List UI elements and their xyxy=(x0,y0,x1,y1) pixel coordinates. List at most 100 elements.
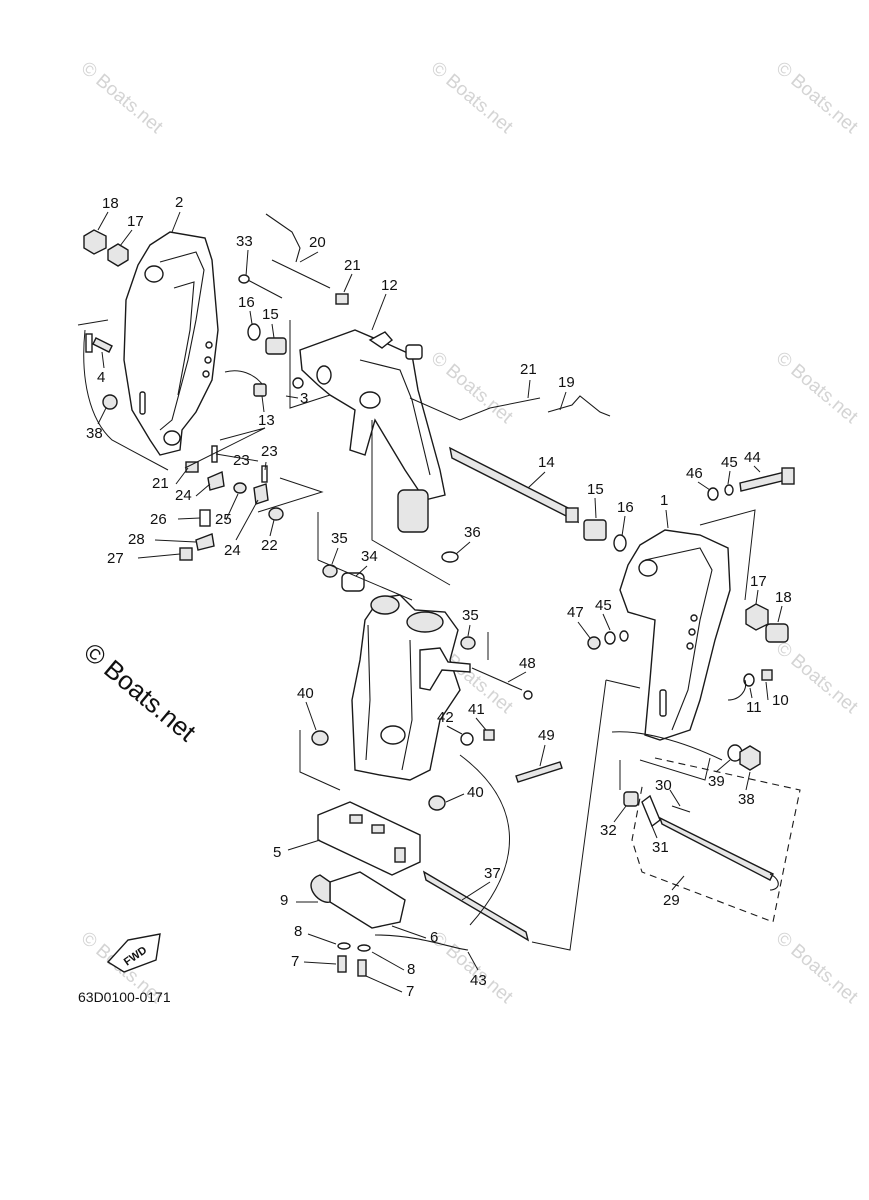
callout: 43 xyxy=(470,972,487,989)
leader-lines xyxy=(97,211,783,993)
callout: 7 xyxy=(406,983,414,1000)
callout: 40 xyxy=(297,685,314,702)
callout: 21 xyxy=(520,361,537,378)
part-left-clamp-bracket[interactable] xyxy=(123,231,219,456)
callout: 8 xyxy=(294,923,302,940)
part-rod-37[interactable] xyxy=(422,870,530,942)
callout: 41 xyxy=(468,701,485,718)
callout: 34 xyxy=(361,548,378,565)
part-rod-29[interactable] xyxy=(658,816,779,891)
watermark: © Boats.net xyxy=(772,58,862,139)
part-pin-33[interactable] xyxy=(238,274,283,299)
callout: 17 xyxy=(127,213,144,230)
part-power-trim-tilt-unit[interactable] xyxy=(351,594,471,781)
callout: 6 xyxy=(430,929,438,946)
part-grommet-35[interactable] xyxy=(322,564,476,650)
callout: 17 xyxy=(750,573,767,590)
callout: 35 xyxy=(462,607,479,624)
callout: 20 xyxy=(309,234,326,251)
callout: 12 xyxy=(381,277,398,294)
callout: 37 xyxy=(484,865,501,882)
part-nut-38-right[interactable] xyxy=(739,745,761,771)
part-bolt-44[interactable] xyxy=(739,467,795,492)
part-washer-42[interactable] xyxy=(460,732,474,746)
fwd-arrow-icon: FWD xyxy=(106,933,161,973)
callout: 11 xyxy=(746,699,762,716)
part-washers-45-46[interactable] xyxy=(587,484,734,650)
callout: 13 xyxy=(258,412,275,429)
callout: 5 xyxy=(273,844,281,861)
part-washer-8[interactable] xyxy=(337,942,371,952)
part-nut-22[interactable] xyxy=(268,507,284,521)
watermark: © Boats.net xyxy=(772,348,862,429)
part-washer-16-right[interactable] xyxy=(613,534,627,552)
part-bolt-4[interactable] xyxy=(85,333,113,353)
part-plate-28[interactable] xyxy=(195,533,215,551)
part-bush-15-left[interactable] xyxy=(265,337,287,355)
callout: 2 xyxy=(175,194,183,211)
part-small-13[interactable] xyxy=(253,383,267,397)
part-bush-32[interactable] xyxy=(623,791,639,807)
dashed-box-29 xyxy=(631,757,801,923)
part-grommet-40[interactable] xyxy=(311,730,446,811)
part-pin-30[interactable] xyxy=(671,805,691,813)
callout: 36 xyxy=(464,524,481,541)
part-bush-15-right[interactable] xyxy=(583,519,607,541)
callout: 22 xyxy=(261,537,278,554)
callout-labels: 18 17 2 4 38 33 20 21 12 16 15 13 3 21 1… xyxy=(86,194,792,1000)
part-clip-36[interactable] xyxy=(441,551,459,563)
diagram-code: 63D0100-0171 xyxy=(78,989,171,1005)
part-right-clamp-bracket[interactable] xyxy=(619,529,731,741)
part-small-3[interactable] xyxy=(292,377,304,389)
watermark: © Boats.net xyxy=(427,348,517,429)
part-tie-49[interactable] xyxy=(515,761,563,783)
callout: 47 xyxy=(567,604,584,621)
callout: 35 xyxy=(331,530,348,547)
callout: 16 xyxy=(238,294,255,311)
part-lever-20[interactable] xyxy=(265,213,331,289)
callout: 29 xyxy=(663,892,680,909)
part-spring-26[interactable] xyxy=(199,509,211,527)
part-tilt-tube-14[interactable] xyxy=(449,446,579,524)
callout: 21 xyxy=(344,257,361,274)
callout: 45 xyxy=(721,454,738,471)
callout: 38 xyxy=(738,791,755,808)
part-bracket-6[interactable] xyxy=(310,871,406,929)
assembly-lines xyxy=(77,319,756,951)
callout: 28 xyxy=(128,531,145,548)
callout: 15 xyxy=(587,481,604,498)
part-bolt-21-top[interactable] xyxy=(335,293,349,305)
part-lever-19[interactable] xyxy=(547,395,611,417)
part-nut-17-right[interactable] xyxy=(745,603,769,631)
callout: 4 xyxy=(97,369,105,386)
callout: 42 xyxy=(437,709,454,726)
part-washer-16-left[interactable] xyxy=(247,323,261,341)
part-bolt-10[interactable] xyxy=(761,669,773,681)
part-bolt-7[interactable] xyxy=(337,955,367,977)
part-nut-left[interactable] xyxy=(83,229,129,267)
callout: 26 xyxy=(150,511,167,528)
callout: 33 xyxy=(236,233,253,250)
callout: 48 xyxy=(519,655,536,672)
part-cap-18-right[interactable] xyxy=(765,623,789,643)
callout: 38 xyxy=(86,425,103,442)
watermark: © Boats.net xyxy=(772,928,862,1009)
part-washer-38-left[interactable] xyxy=(102,394,118,410)
watermark: © Boats.net xyxy=(427,58,517,139)
part-clip-24[interactable] xyxy=(207,470,269,505)
part-mount-base-5[interactable] xyxy=(317,801,421,876)
part-swivel-bracket[interactable] xyxy=(299,329,446,533)
part-spring-48[interactable] xyxy=(471,667,533,700)
part-bolt-27[interactable] xyxy=(179,547,193,561)
callout: 16 xyxy=(617,499,634,516)
part-washer-11[interactable] xyxy=(743,673,755,687)
callout: 49 xyxy=(538,727,555,744)
part-bush-25[interactable] xyxy=(233,482,247,494)
part-bolt-41[interactable] xyxy=(483,729,495,741)
part-wire-43[interactable] xyxy=(374,934,469,951)
part-lever-31[interactable] xyxy=(641,794,661,828)
callout: 8 xyxy=(407,961,415,978)
watermark: © Boats.net xyxy=(427,928,517,1009)
part-collar-34[interactable] xyxy=(341,572,365,592)
